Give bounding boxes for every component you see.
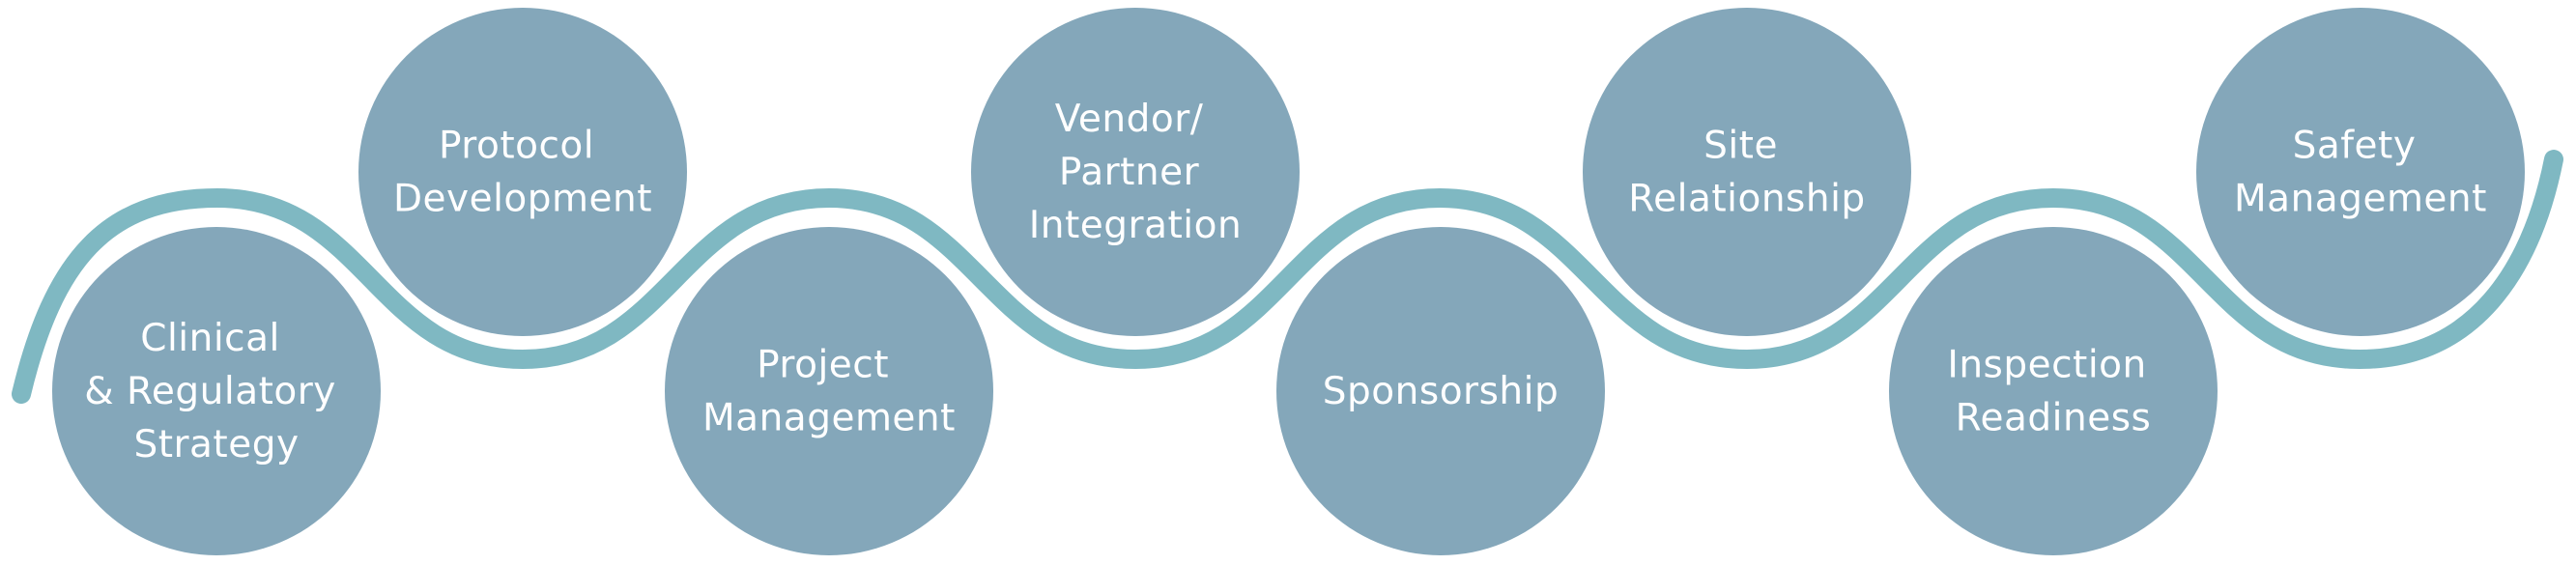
- step-label: Safety Management: [2234, 125, 2487, 221]
- step-label-line: & Regulatory: [84, 370, 336, 413]
- step-label-line: Readiness: [1956, 397, 2152, 440]
- step-label-line: Inspection: [1947, 344, 2146, 387]
- step-circle: [2196, 8, 2525, 336]
- step-label-line: Partner: [1059, 151, 1200, 194]
- step-label: Vendor/ Partner Integration: [1029, 98, 1242, 247]
- step-label: Inspection Readiness: [1947, 344, 2159, 440]
- step-label-line: Vendor/: [1055, 98, 1204, 141]
- step-label-line: Development: [393, 178, 652, 221]
- step-label-line: Project: [757, 344, 889, 387]
- step-2: Protocol Development: [358, 8, 687, 336]
- step-label-line: Management: [702, 397, 956, 440]
- step-7: Inspection Readiness: [1889, 227, 2218, 555]
- step-8: Safety Management: [2196, 8, 2525, 336]
- step-1: Clinical & Regulatory Strategy: [52, 227, 381, 555]
- step-circle: [665, 227, 993, 555]
- step-label-line: Strategy: [133, 423, 299, 466]
- step-label: Sponsorship: [1323, 370, 1559, 413]
- step-4: Vendor/ Partner Integration: [971, 8, 1300, 336]
- step-label-line: Management: [2234, 178, 2487, 221]
- step-circle: [358, 8, 687, 336]
- step-circle: [52, 227, 381, 555]
- step-3: Project Management: [665, 227, 993, 555]
- step-circle: [1583, 8, 1911, 336]
- step-label: Clinical & Regulatory Strategy: [84, 317, 349, 466]
- step-6: Site Relationship: [1583, 8, 1911, 336]
- step-label: Project Management: [702, 344, 956, 440]
- step-label: Protocol Development: [393, 125, 652, 221]
- step-label-line: Sponsorship: [1323, 370, 1559, 413]
- step-circle: [1276, 227, 1605, 555]
- step-5: Sponsorship: [1276, 227, 1605, 555]
- step-circle: [1889, 227, 2218, 555]
- step-label: Site Relationship: [1628, 125, 1865, 221]
- step-label-line: Protocol: [439, 125, 594, 168]
- step-label-line: Site: [1703, 125, 1778, 168]
- step-label-line: Clinical: [140, 317, 280, 360]
- step-label-line: Safety: [2293, 125, 2417, 168]
- wave-connector: [12, 150, 2563, 404]
- step-circle: [971, 8, 1300, 336]
- step-label-line: Integration: [1029, 204, 1242, 247]
- step-label-line: Relationship: [1628, 178, 1865, 221]
